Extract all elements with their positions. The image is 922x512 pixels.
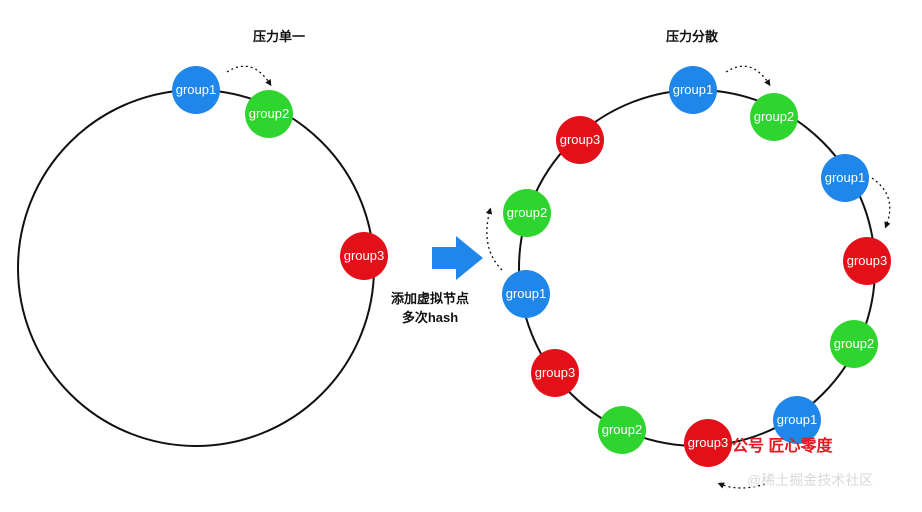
- left-node-group3-2: group3: [340, 232, 388, 280]
- left-node-group2-1: group2: [245, 90, 293, 138]
- watermark-gray-text: @稀土掘金技术社区: [747, 472, 874, 488]
- left-node-circle: [172, 66, 220, 114]
- right-node-group1-5: group1: [773, 396, 821, 444]
- right-node-group3-8: group3: [531, 349, 579, 397]
- center-caption: 添加虚拟节点 多次hash: [382, 289, 478, 327]
- left-node-label: group2: [249, 106, 289, 121]
- right-node-label: group2: [754, 109, 794, 124]
- right-node-circle: [598, 406, 646, 454]
- right-node-circle: [503, 189, 551, 237]
- left-node-label: group3: [344, 248, 384, 263]
- left-dotted-arrow: [226, 65, 272, 87]
- right-node-circle: [531, 349, 579, 397]
- right-node-circle: [669, 66, 717, 114]
- caption-line-2: 多次hash: [401, 310, 459, 325]
- right-node-group3-6: group3: [684, 419, 732, 467]
- right-node-label: group1: [673, 82, 713, 97]
- nodes-layer: group1 group2 group3 group1 group2 group1 grou…: [172, 66, 891, 467]
- left-node-circle: [245, 90, 293, 138]
- right-dotted-arrow-top: [725, 65, 771, 87]
- right-node-group1-0: group1: [669, 66, 717, 114]
- right-node-label: group1: [825, 170, 865, 185]
- watermark-red-text: 公号 匠心零度: [732, 438, 833, 455]
- left-hash-ring: [17, 89, 375, 447]
- right-node-label: group1: [506, 286, 546, 301]
- right-node-group2-1: group2: [750, 93, 798, 141]
- left-node-label: group1: [176, 82, 216, 97]
- right-title: 压力分散: [666, 29, 719, 44]
- right-node-circle: [750, 93, 798, 141]
- right-node-group2-10: group2: [503, 189, 551, 237]
- right-node-label: group3: [688, 435, 728, 450]
- right-node-circle: [821, 154, 869, 202]
- right-dotted-arrow-side: [871, 177, 891, 229]
- right-node-group1-2: group1: [821, 154, 869, 202]
- transform-arrow: [432, 236, 483, 280]
- right-node-circle: [773, 396, 821, 444]
- right-node-label: group3: [847, 253, 887, 268]
- right-node-label: group3: [535, 365, 575, 380]
- right-node-circle: [843, 237, 891, 285]
- right-node-group1-9: group1: [502, 270, 550, 318]
- right-node-circle: [502, 270, 550, 318]
- right-node-label: group2: [507, 205, 547, 220]
- right-node-label: group1: [777, 412, 817, 427]
- left-node-group1-0: group1: [172, 66, 220, 114]
- right-node-group2-4: group2: [830, 320, 878, 368]
- right-node-label: group2: [602, 422, 642, 437]
- left-title: 压力单一: [253, 29, 306, 44]
- right-node-circle: [830, 320, 878, 368]
- right-node-group3-3: group3: [843, 237, 891, 285]
- right-node-circle: [684, 419, 732, 467]
- right-node-group2-7: group2: [598, 406, 646, 454]
- left-side-dotted-arrow: [485, 207, 503, 271]
- left-node-circle: [340, 232, 388, 280]
- right-node-label: group3: [560, 132, 600, 147]
- right-node-circle: [556, 116, 604, 164]
- right-node-group3-11: group3: [556, 116, 604, 164]
- right-node-label: group2: [834, 336, 874, 351]
- caption-line-1: 添加虚拟节点: [390, 291, 469, 306]
